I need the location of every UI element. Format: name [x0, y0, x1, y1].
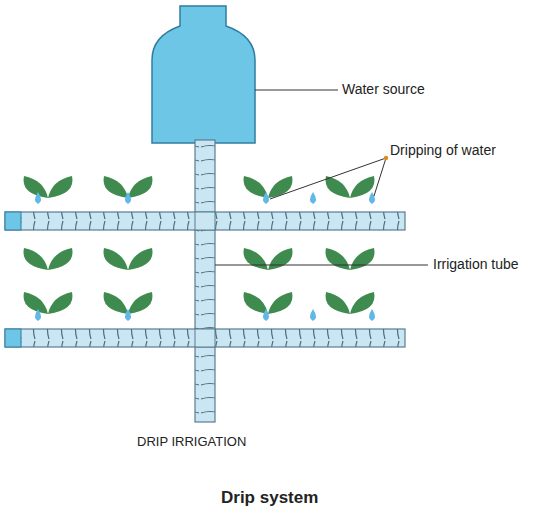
- water-drop: [369, 309, 375, 321]
- plants: [24, 176, 375, 314]
- leaf: [326, 248, 351, 270]
- leaf: [104, 248, 129, 270]
- leaf: [268, 176, 293, 198]
- leaf: [268, 292, 293, 314]
- water-drop: [263, 192, 269, 204]
- water-drop: [310, 192, 316, 204]
- leaf: [128, 248, 153, 270]
- lateral-tube: [5, 212, 405, 347]
- leader-dot: [384, 156, 388, 160]
- leader-lines: [215, 90, 428, 265]
- leaf: [268, 248, 293, 270]
- leaf: [128, 176, 153, 198]
- leaf: [326, 176, 351, 198]
- water-drop: [263, 309, 269, 321]
- water-drop: [125, 192, 131, 204]
- main-tube: [195, 140, 215, 422]
- leaf: [350, 248, 375, 270]
- leaf: [104, 292, 129, 314]
- leaf: [48, 248, 73, 270]
- part-label: Dripping of water: [390, 142, 496, 159]
- part-label: Irrigation tube: [433, 256, 519, 273]
- caption: Drip system: [221, 488, 318, 508]
- leaf: [104, 176, 129, 198]
- leaf: [24, 248, 49, 270]
- water-bottle: [152, 6, 255, 143]
- leaf: [326, 292, 351, 314]
- leaf: [244, 292, 269, 314]
- leaf: [24, 176, 49, 198]
- leaf: [48, 292, 73, 314]
- part-label: DRIP IRRIGATION: [137, 434, 246, 450]
- leaf: [24, 292, 49, 314]
- leaf: [350, 292, 375, 314]
- water-drop: [125, 309, 131, 321]
- leaf: [244, 248, 269, 270]
- leaf: [244, 176, 269, 198]
- part-label: Water source: [342, 81, 425, 98]
- water-drop: [35, 192, 41, 204]
- leaf: [48, 176, 73, 198]
- water-drop: [310, 309, 316, 321]
- leaf: [128, 292, 153, 314]
- water-drops: [35, 192, 375, 321]
- water-drop: [369, 192, 375, 204]
- water-drop: [35, 309, 41, 321]
